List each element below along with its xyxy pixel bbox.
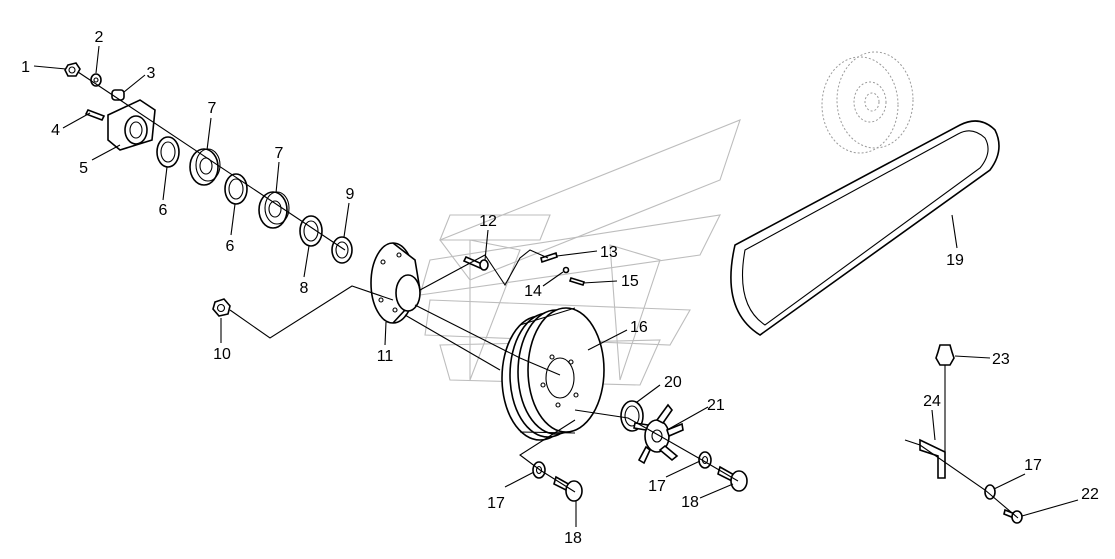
bracket-24 (919, 438, 946, 479)
bearing-housing-5 (107, 99, 156, 151)
bolt-18a (553, 475, 583, 502)
nut-10 (212, 298, 231, 317)
label-7b: 7 (275, 145, 284, 162)
label-16: 16 (630, 319, 648, 336)
grease-nipple-23 (935, 344, 955, 455)
label-15: 15 (621, 273, 639, 290)
assembly-lines (77, 71, 1019, 519)
washer-14 (562, 266, 570, 274)
v-belt (730, 120, 1000, 336)
screw-12 (462, 255, 489, 271)
pulley-16 (501, 307, 605, 441)
label-6a: 6 (159, 202, 168, 219)
label-10: 10 (213, 346, 231, 363)
label-21: 21 (707, 397, 725, 414)
label-1: 1 (21, 59, 30, 76)
label-8: 8 (300, 280, 309, 297)
label-4: 4 (51, 122, 60, 139)
label-12: 12 (479, 213, 497, 230)
label-11: 11 (377, 348, 394, 365)
washer-2 (90, 73, 102, 87)
label-3: 3 (147, 65, 156, 82)
screw-15 (568, 277, 586, 286)
nut-1 (64, 62, 81, 77)
bolt-18b (717, 465, 748, 492)
leader-lines (33, 45, 1079, 527)
label-23: 23 (992, 351, 1010, 368)
bearing-7b (258, 191, 290, 229)
ring-6a (156, 136, 180, 168)
ring-8 (299, 215, 323, 247)
fan-21 (633, 403, 684, 465)
pin-13 (540, 251, 558, 264)
ghost-pulley (821, 51, 914, 154)
ring-6b (224, 173, 248, 205)
washer-17a (532, 461, 546, 479)
washer-17c (984, 484, 996, 500)
screw-22 (1003, 508, 1023, 524)
bearing-7a (189, 148, 221, 186)
label-9: 9 (346, 186, 355, 203)
label-20: 20 (664, 374, 682, 391)
label-6b: 6 (226, 238, 235, 255)
label-22: 22 (1081, 486, 1099, 503)
hub-11 (370, 242, 421, 324)
label-17a: 17 (487, 495, 505, 512)
ring-9 (331, 236, 353, 264)
label-14: 14 (524, 283, 542, 300)
label-7a: 7 (208, 100, 217, 117)
label-24: 24 (923, 393, 941, 410)
label-19: 19 (946, 252, 964, 269)
label-13: 13 (600, 244, 618, 261)
pin-4 (84, 108, 106, 122)
washer-17b (698, 451, 712, 469)
label-17b: 17 (648, 478, 666, 495)
label-18b: 18 (681, 494, 699, 511)
label-18a: 18 (564, 530, 582, 547)
label-2: 2 (95, 29, 104, 46)
part-labels: 1 2 3 4 5 6 7 6 7 8 9 10 11 12 13 14 15 … (21, 29, 1099, 547)
label-17c: 17 (1024, 457, 1042, 474)
label-5: 5 (79, 160, 88, 177)
